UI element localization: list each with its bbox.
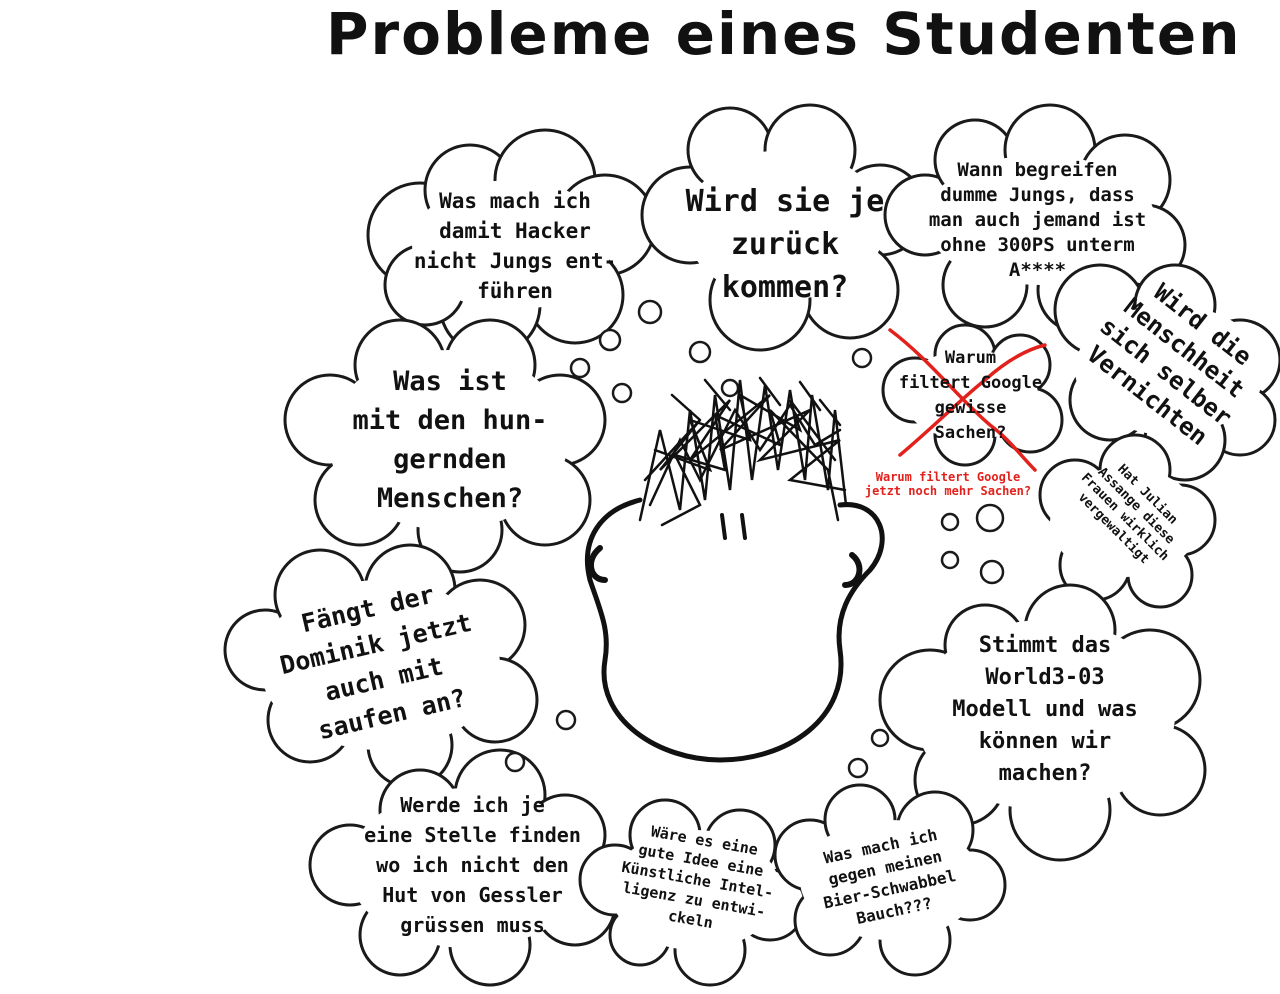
- cloud-google: [881, 323, 1064, 467]
- thought-hunger: Was ist mit den hun- gernden Menschen?: [352, 366, 548, 514]
- cloud-dominik: [223, 543, 539, 789]
- thought-google: Warum filtert Google gewisse Sachen?: [898, 348, 1043, 443]
- cloud-bauch: [773, 783, 1007, 977]
- page-title: Probleme eines Studenten: [326, 0, 1242, 68]
- cloud-zurueck: [640, 103, 927, 352]
- hair-scribble: [638, 376, 848, 527]
- thought-bubbles: [504, 299, 1005, 779]
- cloud-hunger: [283, 318, 607, 574]
- thought-gessler: Werde ich je eine Stelle finden wo ich n…: [364, 793, 581, 937]
- thought-zurueck: Wird sie je zurück kommen?: [685, 184, 885, 305]
- thought-hacker: Was mach ich damit Hacker nicht Jungs en…: [413, 189, 617, 303]
- google-annotation: Warum filtert Google jetzt noch mehr Sac…: [864, 470, 1032, 498]
- student-face: [584, 497, 885, 763]
- cloud-menschheit: [1053, 263, 1280, 482]
- thought-jungs: Wann begreifen dumme Jungs, dass man auc…: [928, 159, 1147, 281]
- cloud-gessler: [308, 748, 617, 987]
- cloud-ki: [578, 798, 807, 987]
- thought-world3: Stimmt das World3-03 Modell und was könn…: [952, 633, 1138, 786]
- red-crossout: [888, 328, 1047, 472]
